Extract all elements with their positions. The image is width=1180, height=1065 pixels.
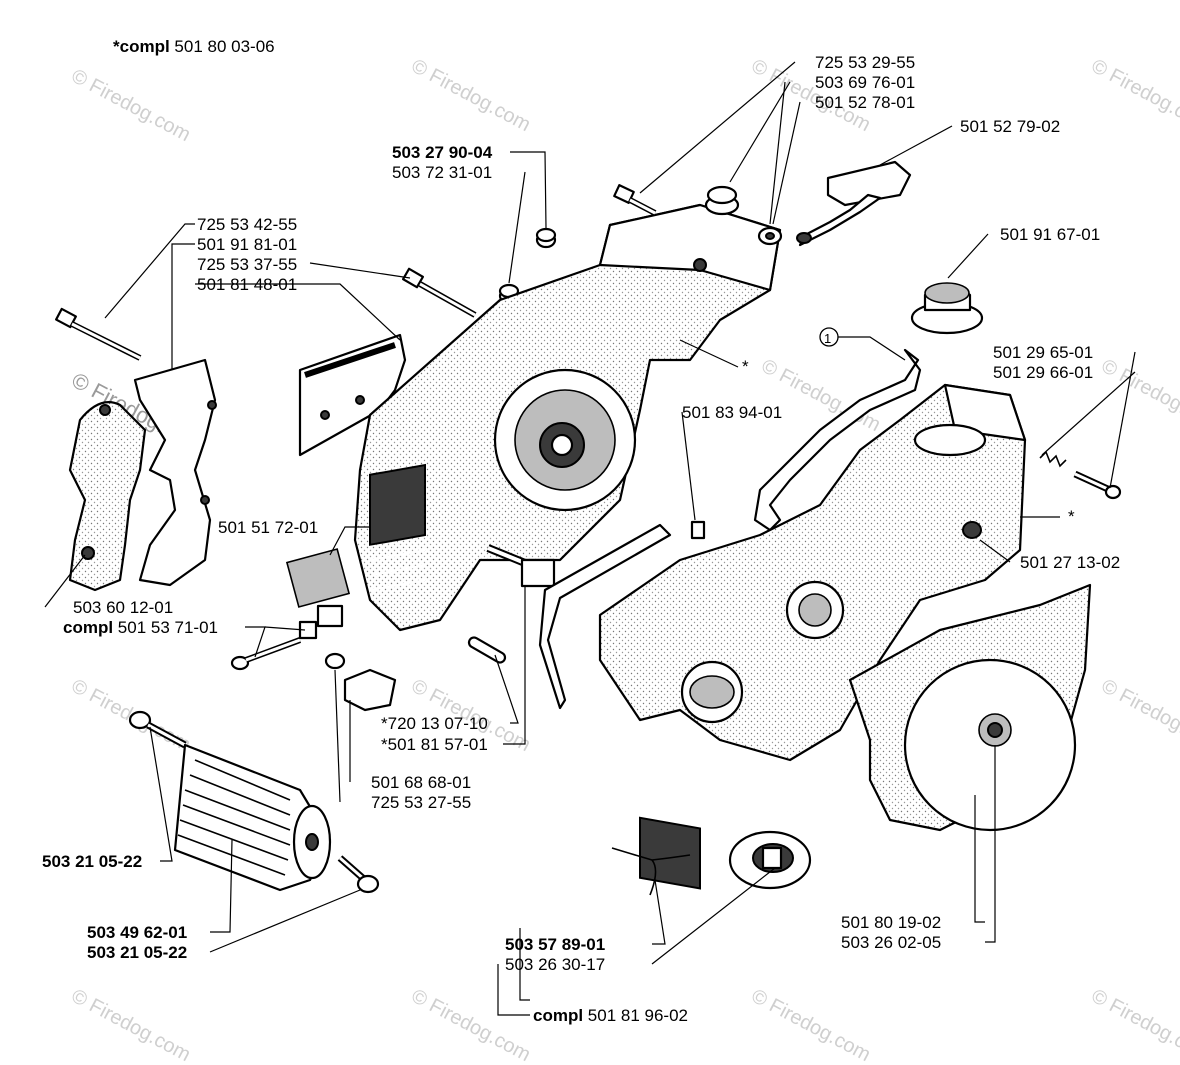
part-label: 501 51 72-01	[218, 518, 318, 537]
watermark-text: © Firedog.com	[758, 355, 884, 436]
part-label: 501 91 67-01	[1000, 225, 1100, 244]
leader-lines	[44, 61, 1136, 1016]
watermark-text: © Firedog.com	[1088, 55, 1180, 136]
part-label: 501 81 48-01	[197, 275, 297, 294]
watermark-text: © Firedog.com	[408, 55, 534, 136]
part-label: 725 53 37-55	[197, 255, 297, 274]
lower-gasket-drawing	[538, 523, 672, 710]
part-label-bold: 503 21 05-22	[87, 943, 187, 962]
plug-drawing	[690, 520, 706, 540]
part-label: *720 13 07-10	[381, 714, 488, 733]
part-label: 503 72 31-01	[392, 163, 492, 182]
pin-drawing	[467, 636, 507, 664]
oil-cap-drawing	[611, 830, 812, 896]
part-labels: *compl 501 80 03-06 725 53 29-55 503 69 …	[42, 37, 1120, 1025]
bolt-725-53-42-55-drawing	[55, 307, 142, 361]
starter-handle-drawing	[796, 160, 912, 247]
header-compl-label: *compl 501 80 03-06	[113, 37, 275, 56]
filler-cap-drawing	[910, 282, 984, 335]
left-crankcase-drawing	[353, 203, 782, 632]
part-label: 725 53 42-55	[197, 215, 297, 234]
part-label: 501 52 79-02	[960, 117, 1060, 136]
part-label: 501 83 94-01	[682, 403, 782, 422]
plate-hole	[355, 395, 365, 405]
part-label: 501 27 13-02	[1020, 553, 1120, 572]
guard-hole	[81, 546, 95, 560]
tensioner-drawing	[486, 544, 556, 588]
chain-guard-drawing	[68, 401, 147, 592]
plate-hole	[320, 410, 330, 420]
part-label: 725 53 29-55	[815, 53, 915, 72]
asterisk-marker: *	[742, 357, 749, 376]
right-crankcase-drawing	[598, 383, 1027, 890]
screw-hole	[207, 400, 217, 410]
part-label: 501 68 68-01	[371, 773, 471, 792]
part-label-bold: 503 57 89-01	[505, 935, 605, 954]
part-label-bold: 503 21 05-22	[42, 852, 142, 871]
watermark-text: © Firedog.com	[68, 65, 194, 146]
part-label-bold: 503 49 62-01	[87, 923, 187, 942]
watermark-text: © Firedog.com	[408, 985, 534, 1065]
part-label: 503 26 02-05	[841, 933, 941, 952]
starter-cover-drawing	[848, 583, 1092, 832]
asterisk-marker: *	[1068, 507, 1075, 526]
part-label: 501 52 78-01	[815, 93, 915, 112]
part-label: 501 29 65-01	[993, 343, 1093, 362]
bolt-725-53-37-55-drawing	[401, 267, 477, 318]
part-label: 501 80 19-02	[841, 913, 941, 932]
compl-part-label: compl 501 53 71-01	[63, 618, 218, 637]
chain-catcher-drawing	[324, 652, 397, 712]
watermark-text: © Firedog.com	[1098, 355, 1180, 436]
watermark-text: © Firedog.com	[68, 985, 194, 1065]
bumper-drawing	[285, 548, 351, 608]
part-label: *501 81 57-01	[381, 735, 488, 754]
part-label: 503 60 12-01	[73, 598, 173, 617]
bolt-725-53-29-55-drawing	[613, 184, 657, 216]
spring-bolt-drawing	[1039, 450, 1122, 500]
watermark-text: © Firedog.com	[748, 985, 874, 1065]
watermark-text: © Firedog.com	[1088, 985, 1180, 1065]
part-label: 725 53 27-55	[371, 793, 471, 812]
guard-hole	[99, 404, 111, 416]
part-label: 503 69 76-01	[815, 73, 915, 92]
screw-hole	[200, 495, 210, 505]
watermark-text: © Firedog.com	[1098, 675, 1180, 756]
part-label: 503 26 30-17	[505, 955, 605, 974]
guard-plate-drawing	[133, 358, 217, 587]
washer-drawing	[757, 226, 783, 246]
callout-number: 1	[824, 331, 831, 346]
part-label-bold: 503 27 90-04	[392, 143, 493, 162]
av-spring-drawing	[128, 710, 380, 894]
grommet-drawing	[704, 185, 740, 216]
part-label: 501 29 66-01	[993, 363, 1093, 382]
part-label: 501 91 81-01	[197, 235, 297, 254]
compl-part-label: compl 501 81 96-02	[533, 1006, 688, 1025]
